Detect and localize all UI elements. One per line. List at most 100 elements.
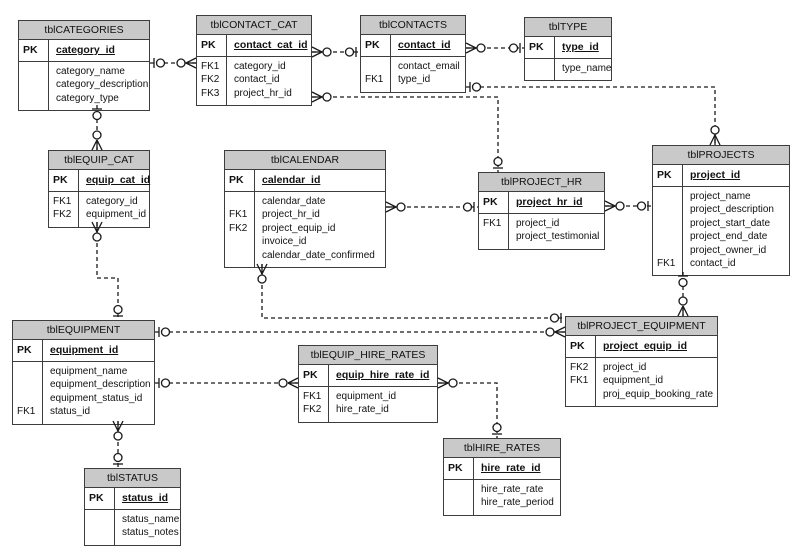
fk-label	[483, 230, 508, 243]
many-marker	[677, 296, 689, 317]
pk-label: PK	[85, 488, 115, 509]
fk-label: FK2	[201, 74, 220, 86]
fk-label	[448, 483, 473, 496]
fk-label: FK1	[365, 74, 384, 86]
optionality-circle	[508, 43, 519, 53]
field-name: proj_equip_booking_rate	[603, 388, 714, 400]
optionality-circle	[476, 43, 486, 53]
relationship-line	[466, 86, 716, 145]
fk-label	[17, 392, 42, 405]
relationship-tblEQUIP_HIRE_RATES-tblHIRE_RATES	[437, 377, 502, 438]
field-name: status_id	[50, 406, 91, 418]
optionality-circle	[322, 47, 332, 57]
relationship-tblPROJECT_HR-tblPROJECTS	[604, 200, 652, 212]
one-marker	[158, 327, 171, 337]
fk-label	[657, 217, 682, 230]
field-name: project_hr_id	[234, 87, 292, 99]
pk-field-name: contact_cat_id	[234, 39, 308, 51]
field-name: contact_id	[234, 74, 280, 86]
fk-label	[17, 365, 42, 378]
entity-title: tblHIRE_RATES	[444, 439, 560, 458]
fk-label: FK3	[201, 87, 220, 99]
field-name-column: type_name	[555, 59, 611, 80]
many-marker	[91, 130, 103, 151]
optionality-circle	[176, 58, 186, 68]
pk-field-name: hire_rate_id	[481, 462, 541, 474]
entity-title: tblCONTACTS	[361, 16, 465, 35]
one-marker	[678, 275, 688, 288]
pk-label: PK	[525, 37, 555, 58]
many-marker	[709, 125, 721, 146]
relationship-tblCONTACTS-tblTYPE	[465, 42, 524, 54]
one-marker	[462, 202, 475, 212]
one-marker	[549, 313, 562, 323]
pk-label: PK	[566, 336, 596, 357]
fk-label: FK1	[229, 209, 248, 221]
field-name: equipment_id	[86, 209, 147, 221]
entity-title: tblCATEGORIES	[19, 21, 149, 40]
optionality-circle	[322, 92, 332, 102]
optionality-circle	[492, 422, 502, 433]
pk-label: PK	[361, 35, 391, 56]
pk-label: PK	[444, 458, 474, 479]
field-name: project_id	[603, 362, 647, 373]
optionality-circle	[257, 274, 267, 284]
one-marker	[493, 156, 503, 169]
foreign-key-column: FK1	[653, 187, 683, 276]
one-marker	[469, 82, 482, 92]
fk-label	[365, 60, 390, 73]
pk-label: PK	[13, 340, 43, 361]
optionality-circle	[615, 201, 625, 211]
optionality-circle	[545, 327, 555, 337]
optionality-circle	[155, 58, 166, 68]
fk-label: FK1	[53, 196, 72, 207]
fk-label	[657, 230, 682, 243]
relationship-tblEQUIPMENT-tblSTATUS	[112, 420, 124, 468]
pk-field-name: project_id	[690, 169, 741, 181]
field-name: equipment_name	[50, 366, 128, 377]
primary-key-row: PK hire_rate_id	[444, 458, 560, 480]
entity-title: tblSTATUS	[85, 469, 180, 488]
pk-label: PK	[19, 40, 49, 61]
one-marker	[113, 304, 123, 317]
relationship-line	[96, 222, 119, 320]
many-marker	[311, 46, 332, 58]
fk-label: FK2	[570, 362, 589, 373]
entity-title: tblPROJECT_HR	[479, 173, 604, 192]
field-name: category_name	[56, 66, 125, 77]
fk-label: FK1	[570, 375, 589, 387]
foreign-key-column: FK1	[361, 57, 391, 92]
entity-title: tblEQUIP_CAT	[49, 151, 149, 170]
field-name: category_type	[56, 92, 119, 104]
one-marker	[492, 422, 502, 435]
optionality-circle	[344, 47, 355, 57]
